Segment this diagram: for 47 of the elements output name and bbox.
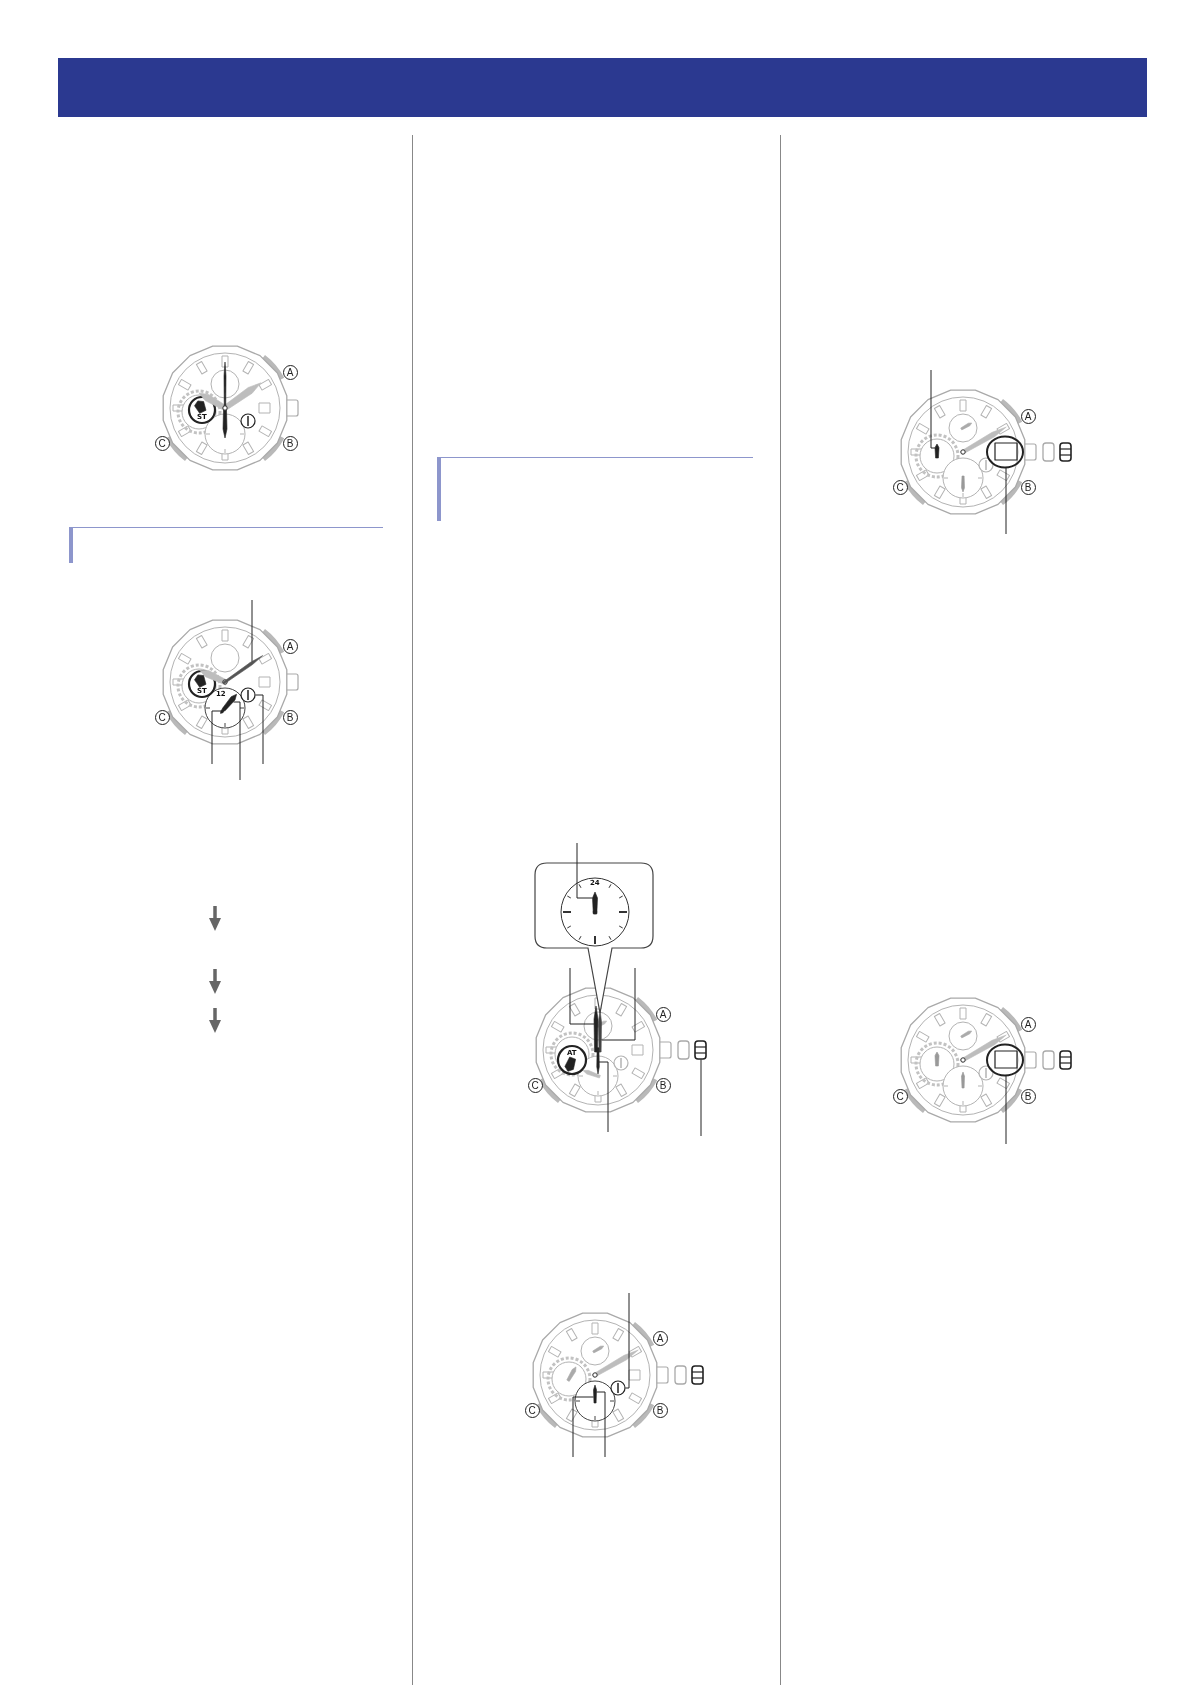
section-heading-bar xyxy=(437,457,753,521)
circled-letter: A xyxy=(655,1006,671,1022)
leader-line xyxy=(251,599,253,662)
circled-letter: B xyxy=(282,435,298,451)
compass-subdial xyxy=(610,1380,626,1396)
leader-line xyxy=(625,1292,630,1389)
section-heading-bar xyxy=(69,527,383,563)
leader-line xyxy=(211,710,221,765)
leader-line xyxy=(1005,1075,1007,1145)
leader-line xyxy=(576,842,593,899)
watch-hand xyxy=(593,1384,597,1404)
circled-letter: C xyxy=(892,479,908,495)
circled-letter: C xyxy=(154,435,170,451)
circled-letter: B xyxy=(652,1402,668,1418)
pulled-crown xyxy=(694,1040,707,1060)
circled-letter: A xyxy=(282,364,298,380)
leader-line xyxy=(255,694,264,765)
circled-letter: C xyxy=(527,1077,543,1093)
circled-letter: C xyxy=(154,709,170,725)
circled-letter: C xyxy=(524,1402,540,1418)
circled-letter: C xyxy=(892,1088,908,1104)
watch-hand xyxy=(598,1009,602,1053)
leader-line xyxy=(233,701,241,781)
watch-hand xyxy=(934,443,940,459)
leader-line xyxy=(1005,467,1007,535)
circled-letter: B xyxy=(655,1077,671,1093)
watch-hand xyxy=(592,891,598,915)
watch-hand xyxy=(222,655,263,685)
watch-hand xyxy=(593,1005,599,1053)
compass-subdial xyxy=(240,687,256,703)
circled-letter: B xyxy=(1020,479,1036,495)
circled-letter: A xyxy=(1020,408,1036,424)
watch-hand xyxy=(596,1047,600,1075)
leader-line xyxy=(930,369,936,449)
leader-line xyxy=(569,967,595,1025)
circled-letter: A xyxy=(652,1330,668,1346)
circled-letter: B xyxy=(1020,1088,1036,1104)
highlight-ring xyxy=(986,435,1024,469)
leader-line xyxy=(596,1391,606,1458)
leader-line xyxy=(700,1059,702,1137)
leader-line xyxy=(572,1396,594,1458)
leader-line xyxy=(601,967,636,1041)
circled-letter: B xyxy=(282,709,298,725)
circled-letter: A xyxy=(1020,1016,1036,1032)
highlight-ring xyxy=(986,1043,1024,1077)
leader-line xyxy=(598,1061,609,1133)
circled-letter: A xyxy=(282,638,298,654)
